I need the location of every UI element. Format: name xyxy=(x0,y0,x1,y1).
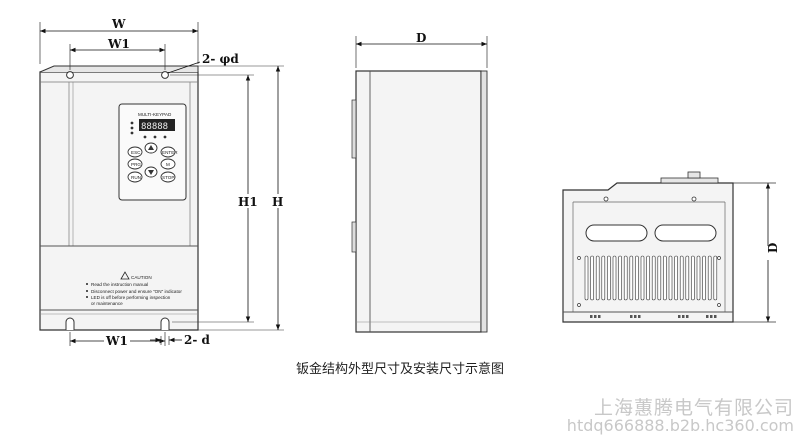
vent-slot xyxy=(657,255,662,301)
foot-vent xyxy=(594,315,597,318)
foot-vent xyxy=(706,315,709,318)
vent-slot xyxy=(702,255,706,301)
foot-vent xyxy=(638,315,641,318)
vent-slot xyxy=(590,255,594,301)
run-key-label: RUN xyxy=(131,175,141,180)
vent-slots xyxy=(584,255,718,301)
keypad-display xyxy=(139,119,175,131)
keypad-panel: MULTI-KEYPAD 88888 ESC ENTER PRG M RUN xyxy=(118,103,187,201)
foot-vent xyxy=(634,315,637,318)
vent-slot xyxy=(612,255,617,301)
dim-hole-label: 2- φd xyxy=(202,52,239,66)
warning-triangle-icon xyxy=(120,271,130,280)
dim-w1-bottom-label: W1 xyxy=(105,334,128,348)
enter-key-label: ENTER xyxy=(162,150,178,155)
caution-title: CAUTION xyxy=(131,275,152,280)
vent-slot xyxy=(679,255,684,301)
vent-slot xyxy=(601,255,606,301)
prg-key-label: PRG xyxy=(131,162,141,167)
vent-slot xyxy=(707,255,712,301)
vent-slot xyxy=(651,255,656,301)
foot-vent xyxy=(682,315,685,318)
bottom-left-mount-slot xyxy=(65,317,75,330)
stop-key-label: STOP xyxy=(162,175,174,180)
side-enclosure-outline xyxy=(355,70,482,333)
foot-vent xyxy=(598,315,601,318)
top-left-mount-hole xyxy=(66,71,74,79)
caution-line-1: Read the instruction manual xyxy=(91,282,148,287)
bottom-dim-d-label: D xyxy=(766,243,780,253)
display-digits: 88888 xyxy=(141,122,168,132)
front-view: MULTI-KEYPAD 88888 ESC ENTER PRG M RUN xyxy=(39,17,284,348)
enter-key[interactable] xyxy=(160,146,176,158)
right-oval-cutout xyxy=(654,224,717,242)
foot-vent xyxy=(590,315,593,318)
foot-vent xyxy=(678,315,681,318)
foot-vent xyxy=(714,315,717,318)
vent-slot xyxy=(691,255,695,301)
vent-slot xyxy=(668,255,673,301)
vent-slot xyxy=(713,255,718,301)
keypad-header: MULTI-KEYPAD xyxy=(138,112,172,117)
dim-slot-label: 2- d xyxy=(184,333,211,347)
dim-w-label: W xyxy=(111,17,126,31)
bottom-enclosure-outline xyxy=(562,182,734,323)
foot-vent xyxy=(710,315,713,318)
vent-slot xyxy=(674,255,678,301)
foot-vents xyxy=(590,315,717,318)
caution-line-2: Disconnect power and ensure "ON" indicat… xyxy=(91,289,182,294)
vent-slot xyxy=(635,255,639,301)
prg-key[interactable] xyxy=(127,158,143,170)
vent-slot xyxy=(595,255,600,301)
dim-h-label: H xyxy=(272,195,283,209)
dim-h1-label: H1 xyxy=(238,195,258,209)
top-flange xyxy=(39,65,199,73)
run-key[interactable] xyxy=(127,171,143,183)
bottom-right-mount-slot xyxy=(160,317,170,330)
figure-caption: 钣金结构外型尺寸及安装尺寸示意图 xyxy=(295,362,504,377)
side-dim-d-label: D xyxy=(416,31,426,45)
watermark-company: 上海蕙腾电气有限公司 xyxy=(593,397,794,419)
foot-vent xyxy=(630,315,633,318)
caution-line-4: or maintenance xyxy=(91,301,123,306)
left-oval-cutout xyxy=(585,224,648,242)
foot-vent xyxy=(686,315,689,318)
down-arrow-icon xyxy=(148,170,154,175)
dim-w1-top-label: W1 xyxy=(107,37,130,51)
vent-slot xyxy=(646,255,650,301)
m-key[interactable] xyxy=(160,158,176,170)
vent-slot xyxy=(618,255,622,301)
vent-slot xyxy=(629,255,634,301)
vent-slot xyxy=(696,255,701,301)
watermark-url: htdq666888.b2b.hc360.com xyxy=(566,416,794,435)
vent-slot xyxy=(663,255,667,301)
bottom-view: D xyxy=(562,171,780,323)
vent-slot xyxy=(685,255,690,301)
esc-key-label: ESC xyxy=(131,150,141,155)
caution-label: CAUTION Read the instruction manual Disc… xyxy=(86,271,182,306)
m-key-label: M xyxy=(166,162,170,167)
vent-slot xyxy=(623,255,628,301)
vent-slot xyxy=(607,255,611,301)
vent-slot xyxy=(640,255,645,301)
esc-key[interactable] xyxy=(127,146,143,158)
stop-key[interactable] xyxy=(160,171,176,183)
caution-line-3: LED is off before performing inspection xyxy=(91,295,171,300)
vent-slot xyxy=(584,255,589,301)
up-arrow-icon xyxy=(148,145,154,150)
top-right-mount-hole xyxy=(161,71,169,79)
side-view: D xyxy=(351,31,488,333)
